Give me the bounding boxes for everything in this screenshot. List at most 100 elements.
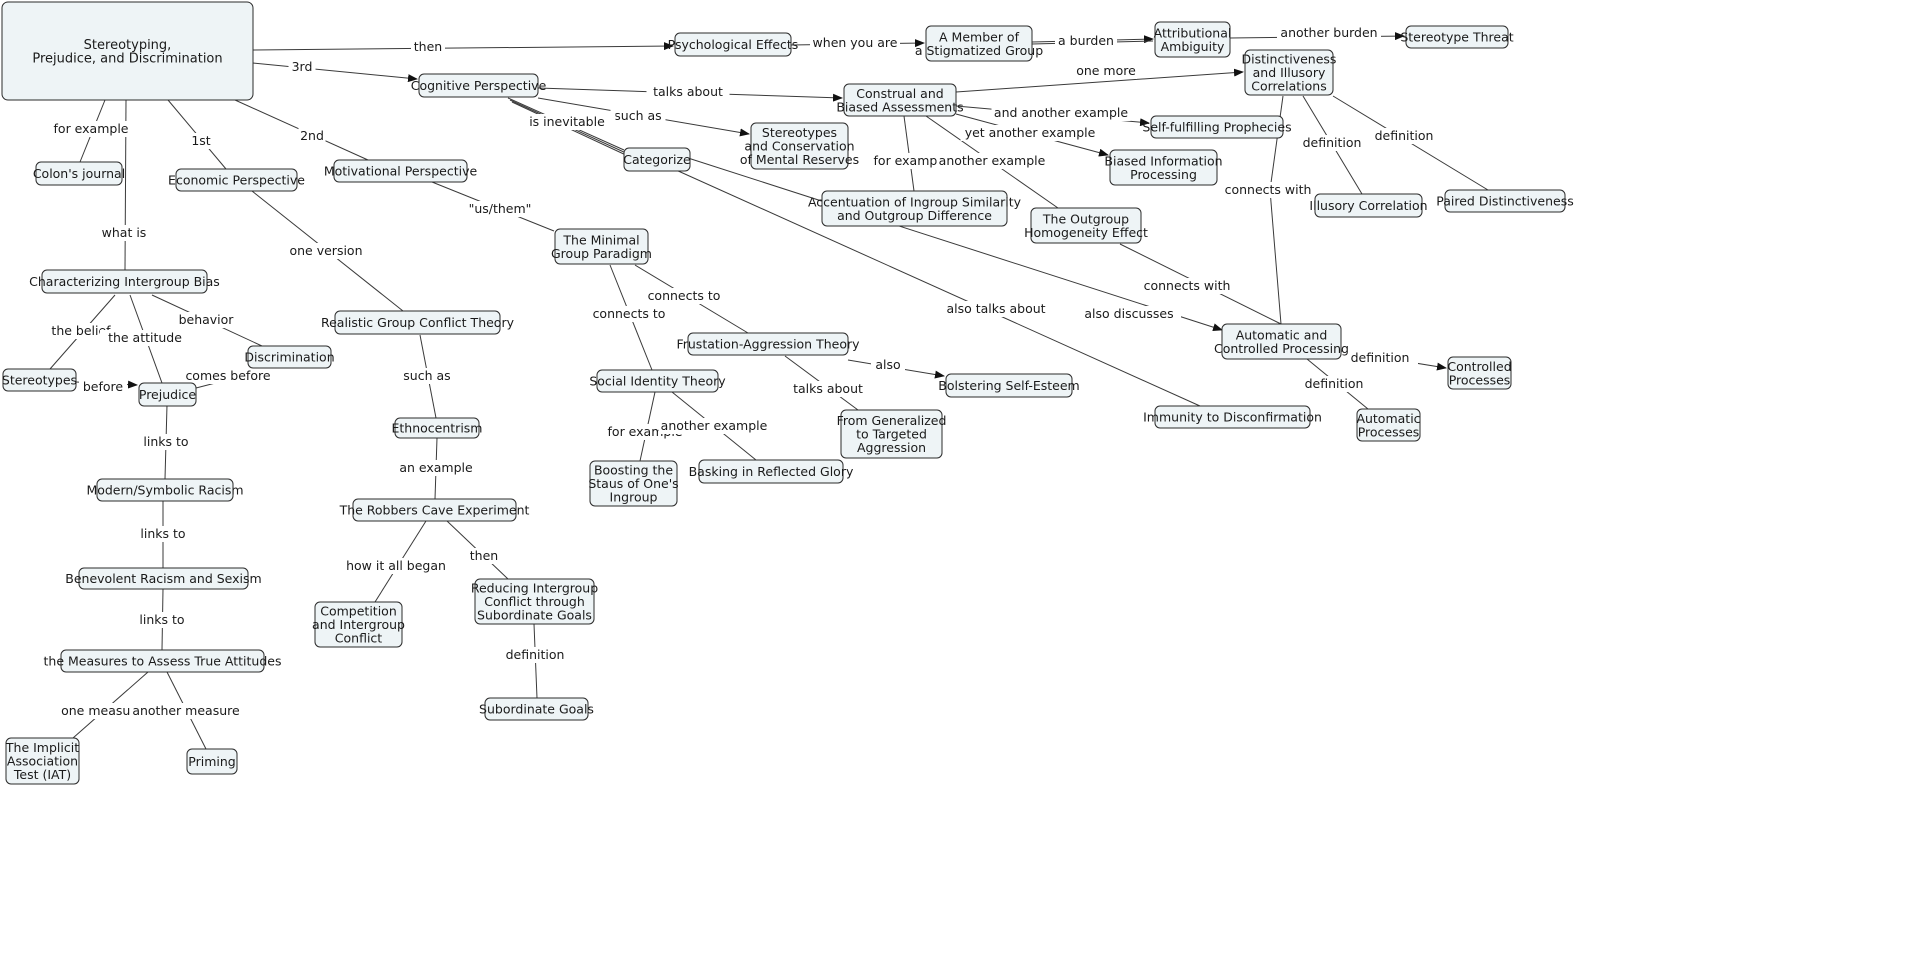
svg-text:and another example: and another example <box>994 105 1128 120</box>
concept-node-benevolent[interactable]: Benevolent Racism and Sexism <box>65 567 262 590</box>
concept-node-measures[interactable]: the Measures to Assess True Attitudes <box>44 649 282 673</box>
svg-text:talks about: talks about <box>653 84 723 99</box>
concept-node-categorize[interactable]: Categorize <box>623 147 691 172</box>
svg-text:then: then <box>414 39 442 54</box>
concept-node-subgoals[interactable]: Subordinate Goals <box>479 697 594 721</box>
edge-label-yet-another-example: yet another example <box>960 125 1100 141</box>
concept-label-categorize: Categorize <box>623 152 691 167</box>
edge-label-what-is: what is <box>96 225 152 241</box>
concept-nodes: Stereotyping,Prejudice, and Discriminati… <box>1 1 1574 785</box>
concept-node-colon[interactable]: Colon's journal <box>33 161 125 186</box>
svg-text:the attitude: the attitude <box>108 330 182 345</box>
svg-text:comes before: comes before <box>185 368 270 383</box>
edge-label-how-it-all-began: how it all began <box>337 558 455 574</box>
concept-node-basking[interactable]: Basking in Reflected Glory <box>689 459 854 484</box>
svg-text:another example: another example <box>661 418 768 433</box>
concept-node-cog[interactable]: Cognitive Perspective <box>411 73 547 98</box>
concept-node-stereotypes[interactable]: Stereotypes <box>2 368 77 392</box>
edge-label-connects-with-outgroup: connects with <box>1138 278 1236 294</box>
edge-label-one-more: one more <box>1075 63 1137 79</box>
svg-text:definition: definition <box>1351 350 1410 365</box>
svg-text:for example: for example <box>874 153 949 168</box>
concept-label-motiv: Motivational Perspective <box>324 164 478 179</box>
edge-label-comes-before: comes before <box>183 368 273 384</box>
concept-node-charbias[interactable]: Characterizing Intergroup Bias <box>29 269 220 294</box>
svg-text:links to: links to <box>143 434 188 449</box>
concept-node-motiv[interactable]: Motivational Perspective <box>324 159 478 183</box>
svg-text:talks about: talks about <box>793 381 863 396</box>
concept-node-priming[interactable]: Priming <box>186 748 238 775</box>
svg-text:1st: 1st <box>191 133 210 148</box>
concept-label-discrim: Discrimination <box>244 350 334 365</box>
svg-text:another example: another example <box>939 153 1046 168</box>
concept-node-econ[interactable]: Economic Perspective <box>168 168 305 192</box>
svg-text:another measure: another measure <box>132 703 240 718</box>
edge-label-talks-about-frust: talks about <box>786 381 870 397</box>
concept-node-selfesteem[interactable]: Bolstering Self-Esteem <box>938 373 1080 398</box>
edge-label-the-attitude: the attitude <box>100 330 190 346</box>
concept-label-robbers: The Robbers Cave Experiment <box>339 503 530 518</box>
svg-text:such as: such as <box>403 368 450 383</box>
concept-label-priming: Priming <box>188 754 235 769</box>
concept-node-illusory[interactable]: Illusory Correlation <box>1309 193 1428 218</box>
edge-label-another-measure: another measure <box>130 703 242 719</box>
concept-node-paired[interactable]: Paired Distinctiveness <box>1436 189 1574 213</box>
svg-text:yet another example: yet another example <box>965 125 1096 140</box>
connector-line-arrow <box>687 157 1223 332</box>
concept-node-realistic[interactable]: Realistic Group Conflict Theory <box>321 310 515 335</box>
concept-node-selffulfill[interactable]: Self-fulfilling Prophecies <box>1142 115 1292 139</box>
concept-node-ethno[interactable]: Ethnocentrism <box>392 417 483 439</box>
svg-text:is inevitable: is inevitable <box>529 114 605 129</box>
svg-text:before: before <box>83 379 124 394</box>
concept-node-root[interactable]: Stereotyping,Prejudice, and Discriminati… <box>1 1 254 101</box>
edge-label-and-another-example: and another example <box>991 105 1131 121</box>
edge-label-first: 1st <box>187 133 215 149</box>
concept-node-socialid[interactable]: Social Identity Theory <box>589 369 726 393</box>
concept-label-illusory: Illusory Correlation <box>1309 198 1427 213</box>
concept-node-modern[interactable]: Modern/Symbolic Racism <box>86 478 244 502</box>
concept-label-paired: Paired Distinctiveness <box>1436 194 1573 209</box>
edge-label-such-as-realistic: such as <box>399 368 455 384</box>
svg-text:such as: such as <box>614 108 661 123</box>
edge-label-links-to-2: links to <box>132 526 194 542</box>
concept-node-frustration[interactable]: Frustation-Aggression Theory <box>676 332 860 356</box>
edge-label-for-example-construal: for example <box>869 153 953 169</box>
concept-node-threat[interactable]: Stereotype Threat <box>1400 25 1514 49</box>
edge-label-a-burden: a burden <box>1055 33 1117 49</box>
concept-label-stereotypes: Stereotypes <box>2 373 77 388</box>
edge-label-also-talks-about: also talks about <box>937 301 1055 317</box>
concept-node-prejudice[interactable]: Prejudice <box>138 382 197 407</box>
concept-node-psych[interactable]: Psychological Effects <box>668 32 799 57</box>
connector-line-arrow <box>955 68 1244 93</box>
edge-label-definition-auto: definition <box>1296 376 1372 392</box>
concept-node-robbers[interactable]: The Robbers Cave Experiment <box>339 498 530 522</box>
concept-node-immunity[interactable]: Immunity to Disconfirmation <box>1143 405 1322 429</box>
concept-node-discrim[interactable]: Discrimination <box>244 345 335 369</box>
